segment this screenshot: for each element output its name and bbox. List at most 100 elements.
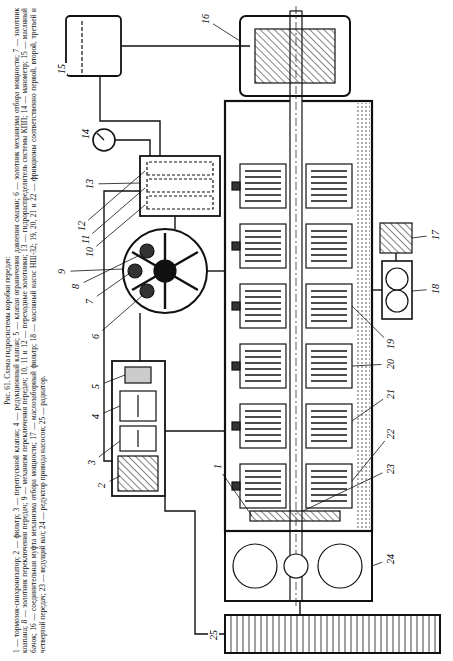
friction-disc xyxy=(245,374,281,376)
hydraulic-distributor xyxy=(140,156,220,216)
callout-number: 15 xyxy=(56,63,67,75)
radiator-fin xyxy=(423,616,424,652)
radiator-fin xyxy=(339,616,340,652)
radiator-fin xyxy=(417,616,418,652)
friction-disc xyxy=(245,440,281,442)
friction-disc xyxy=(245,308,281,310)
oil-tank xyxy=(66,16,121,76)
radiator-fin xyxy=(399,616,400,652)
callout-number: 14 xyxy=(80,128,91,140)
friction-disc xyxy=(311,488,347,490)
friction-disc xyxy=(311,434,347,436)
radiator-fin xyxy=(297,616,298,652)
radiator-fin xyxy=(405,616,406,652)
friction-disc xyxy=(311,200,347,202)
radiator-fin xyxy=(261,616,262,652)
friction-disc xyxy=(311,350,347,352)
piston xyxy=(232,422,240,430)
radiator-fin xyxy=(231,616,232,652)
friction-disc xyxy=(311,290,347,292)
valve-block xyxy=(112,361,165,496)
callout-number: 22 xyxy=(385,428,396,440)
leader-line xyxy=(104,375,125,383)
spool-valve xyxy=(128,264,142,278)
callout-number: 7 xyxy=(84,298,95,305)
friction-disc xyxy=(311,314,347,316)
friction-disc xyxy=(311,176,347,178)
radiator-fin xyxy=(309,616,310,652)
clutch-drum xyxy=(240,464,286,508)
piston xyxy=(232,362,240,370)
radiator-fin xyxy=(315,616,316,652)
intake-filter xyxy=(380,223,412,253)
callout-number: 23 xyxy=(385,463,396,475)
callout-number: 24 xyxy=(385,553,396,565)
radiator-fin xyxy=(435,616,436,652)
leader-line xyxy=(412,236,427,238)
leader-line xyxy=(352,364,382,366)
friction-disc xyxy=(245,248,281,250)
callout-number: 21 xyxy=(385,388,396,400)
callout-number: 5 xyxy=(90,383,101,390)
callout-number: 3 xyxy=(86,459,97,466)
leader-line xyxy=(97,273,130,296)
friction-disc xyxy=(245,482,281,484)
leader-line xyxy=(372,562,382,566)
oil-pump xyxy=(382,261,412,319)
friction-disc xyxy=(311,380,347,382)
pump-gear xyxy=(386,290,408,312)
friction-disc xyxy=(311,416,347,418)
pto-coupling xyxy=(240,16,350,96)
friction-disc xyxy=(311,410,347,412)
leader-line xyxy=(352,399,383,421)
leader-line xyxy=(303,473,382,511)
callout-number: 6 xyxy=(90,333,101,340)
radiator-fin xyxy=(279,616,280,652)
valve-spring xyxy=(137,395,138,417)
leader-line xyxy=(92,188,145,234)
pressure-gauge xyxy=(93,129,115,151)
friction-disc xyxy=(245,434,281,436)
gear xyxy=(318,544,362,588)
friction-disc xyxy=(245,380,281,382)
gauge-needle xyxy=(97,133,104,140)
clutch-drum xyxy=(240,404,286,448)
friction-disc xyxy=(245,494,281,496)
coupling-splines xyxy=(255,29,335,83)
callout-number: 25 xyxy=(208,629,219,641)
gear xyxy=(233,544,277,588)
leader-line xyxy=(88,171,145,220)
friction-disc xyxy=(245,200,281,202)
oil-pipe xyxy=(139,313,140,361)
friction-disc xyxy=(311,170,347,172)
clutch-drum xyxy=(306,464,352,508)
friction-disc xyxy=(245,410,281,412)
friction-disc xyxy=(311,194,347,196)
friction-disc xyxy=(311,188,347,190)
leader-line xyxy=(223,474,252,516)
radiator-fin xyxy=(255,616,256,652)
oil-pipe xyxy=(121,45,250,46)
friction-disc xyxy=(245,170,281,172)
friction-disc xyxy=(311,422,347,424)
callout-number: 17 xyxy=(430,229,441,241)
friction-disc xyxy=(245,176,281,178)
oil-filter xyxy=(118,456,158,491)
friction-disc xyxy=(311,362,347,364)
leader-line xyxy=(98,183,140,185)
leader-line xyxy=(213,24,240,41)
piston xyxy=(232,182,240,190)
oil-pipe xyxy=(174,216,175,229)
friction-disc xyxy=(245,428,281,430)
callout-number: 18 xyxy=(430,283,441,295)
friction-disc xyxy=(311,374,347,376)
brake-synchronizer xyxy=(250,511,340,521)
friction-disc xyxy=(245,314,281,316)
callout-number: 12 xyxy=(76,220,87,232)
radiator-fin xyxy=(387,616,388,652)
friction-disc xyxy=(311,308,347,310)
friction-disc xyxy=(311,260,347,262)
radiator-fin xyxy=(273,616,274,652)
radiator-fin xyxy=(291,616,292,652)
